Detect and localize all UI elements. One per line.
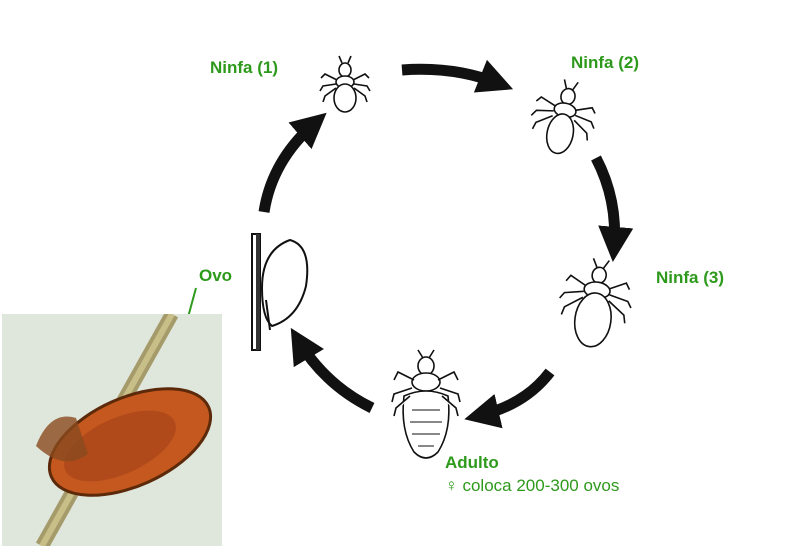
arrow-adult-to-egg: [290, 327, 375, 413]
adult-louse-icon: [391, 349, 461, 459]
label-adulto-note: ♀ coloca 200-300 ovos: [445, 476, 620, 495]
arrow-egg-to-ninfa1: [258, 112, 327, 213]
label-ovo: Ovo: [199, 266, 233, 285]
arrow-ninfa3-to-adult: [464, 368, 555, 429]
egg-photo: [2, 314, 222, 546]
label-ninfa-2: Ninfa (2): [571, 53, 639, 72]
arrow-ninfa1-to-ninfa2: [401, 59, 514, 93]
louse-nymph-icon: [319, 55, 371, 113]
nit-on-hair-icon: [251, 233, 309, 351]
louse-nymph-icon: [559, 258, 632, 348]
label-ninfa-1: Ninfa (1): [210, 58, 278, 77]
label-adulto: Adulto: [445, 453, 499, 472]
arrow-ninfa2-to-ninfa3: [591, 155, 634, 263]
louse-nymph-icon: [530, 79, 596, 155]
label-ninfa-3: Ninfa (3): [656, 268, 724, 287]
